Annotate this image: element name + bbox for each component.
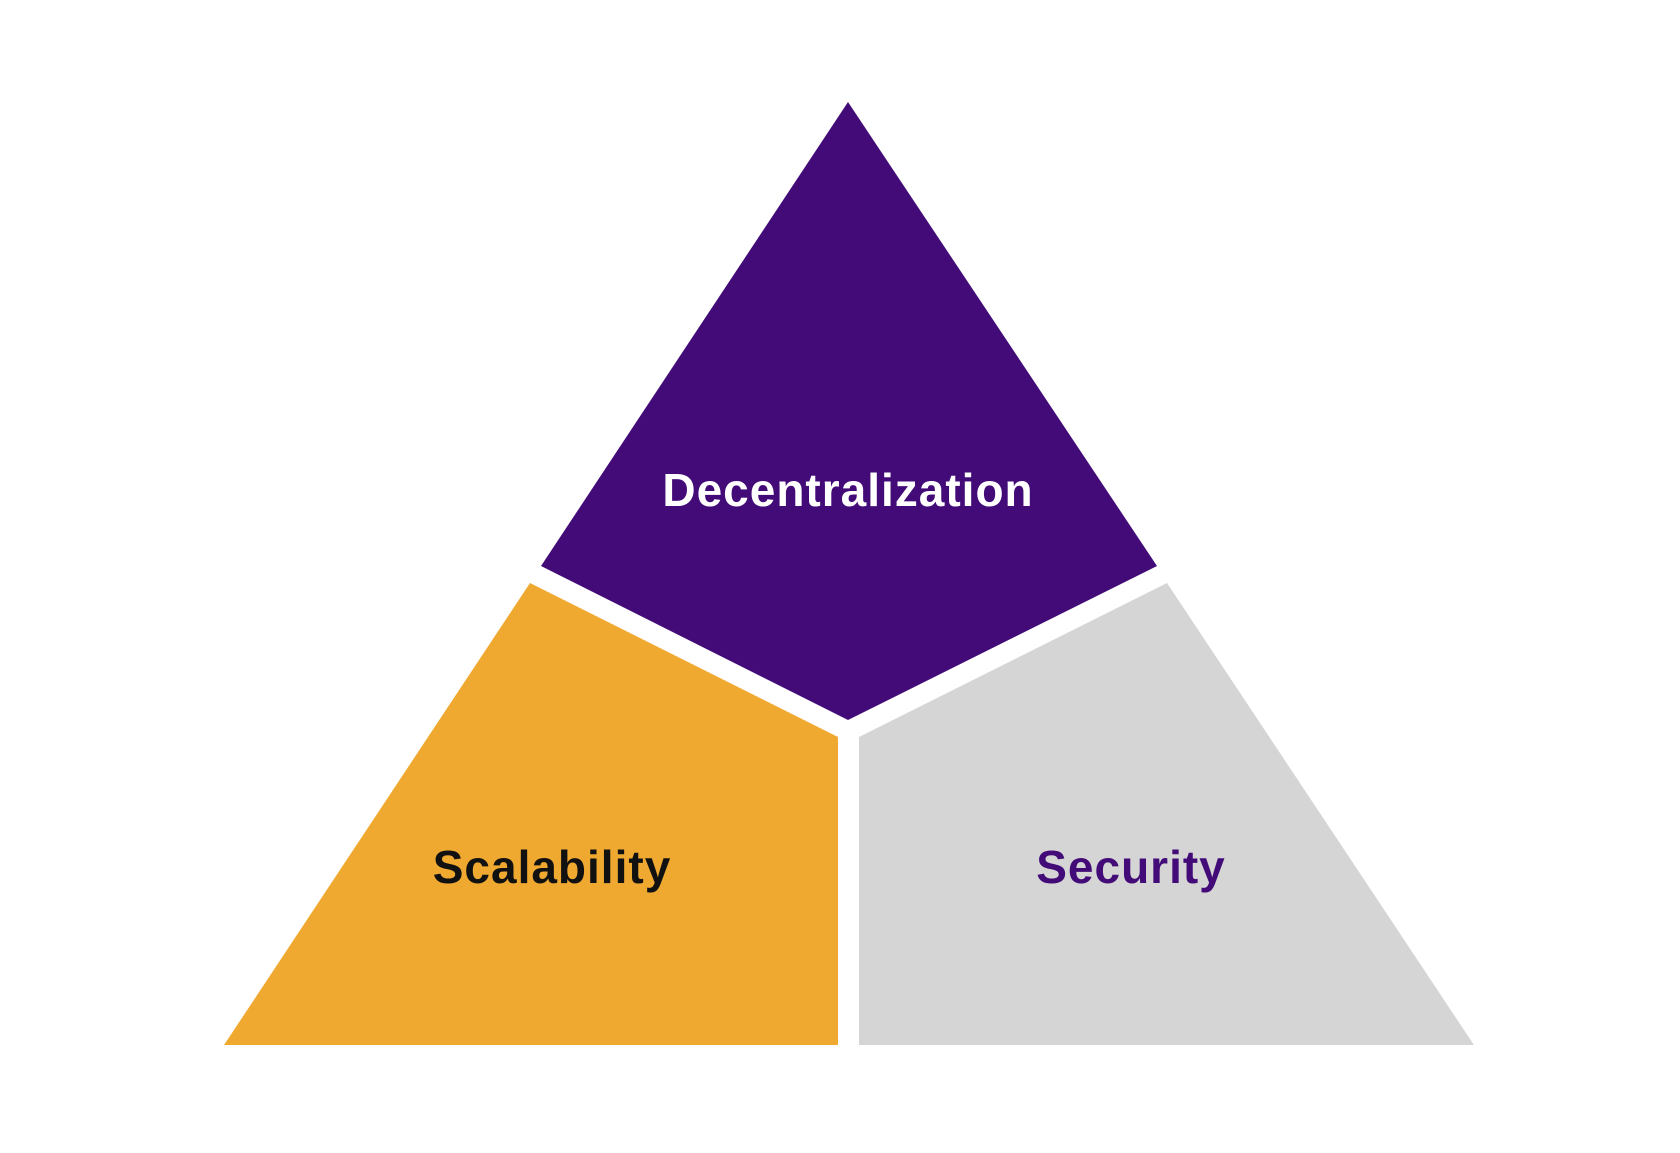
security-label: Security — [1036, 841, 1226, 893]
decentralization-segment — [541, 102, 1157, 720]
decentralization-label: Decentralization — [662, 464, 1033, 516]
security-segment — [859, 583, 1474, 1045]
scalability-segment — [224, 583, 838, 1045]
scalability-label: Scalability — [433, 841, 672, 893]
